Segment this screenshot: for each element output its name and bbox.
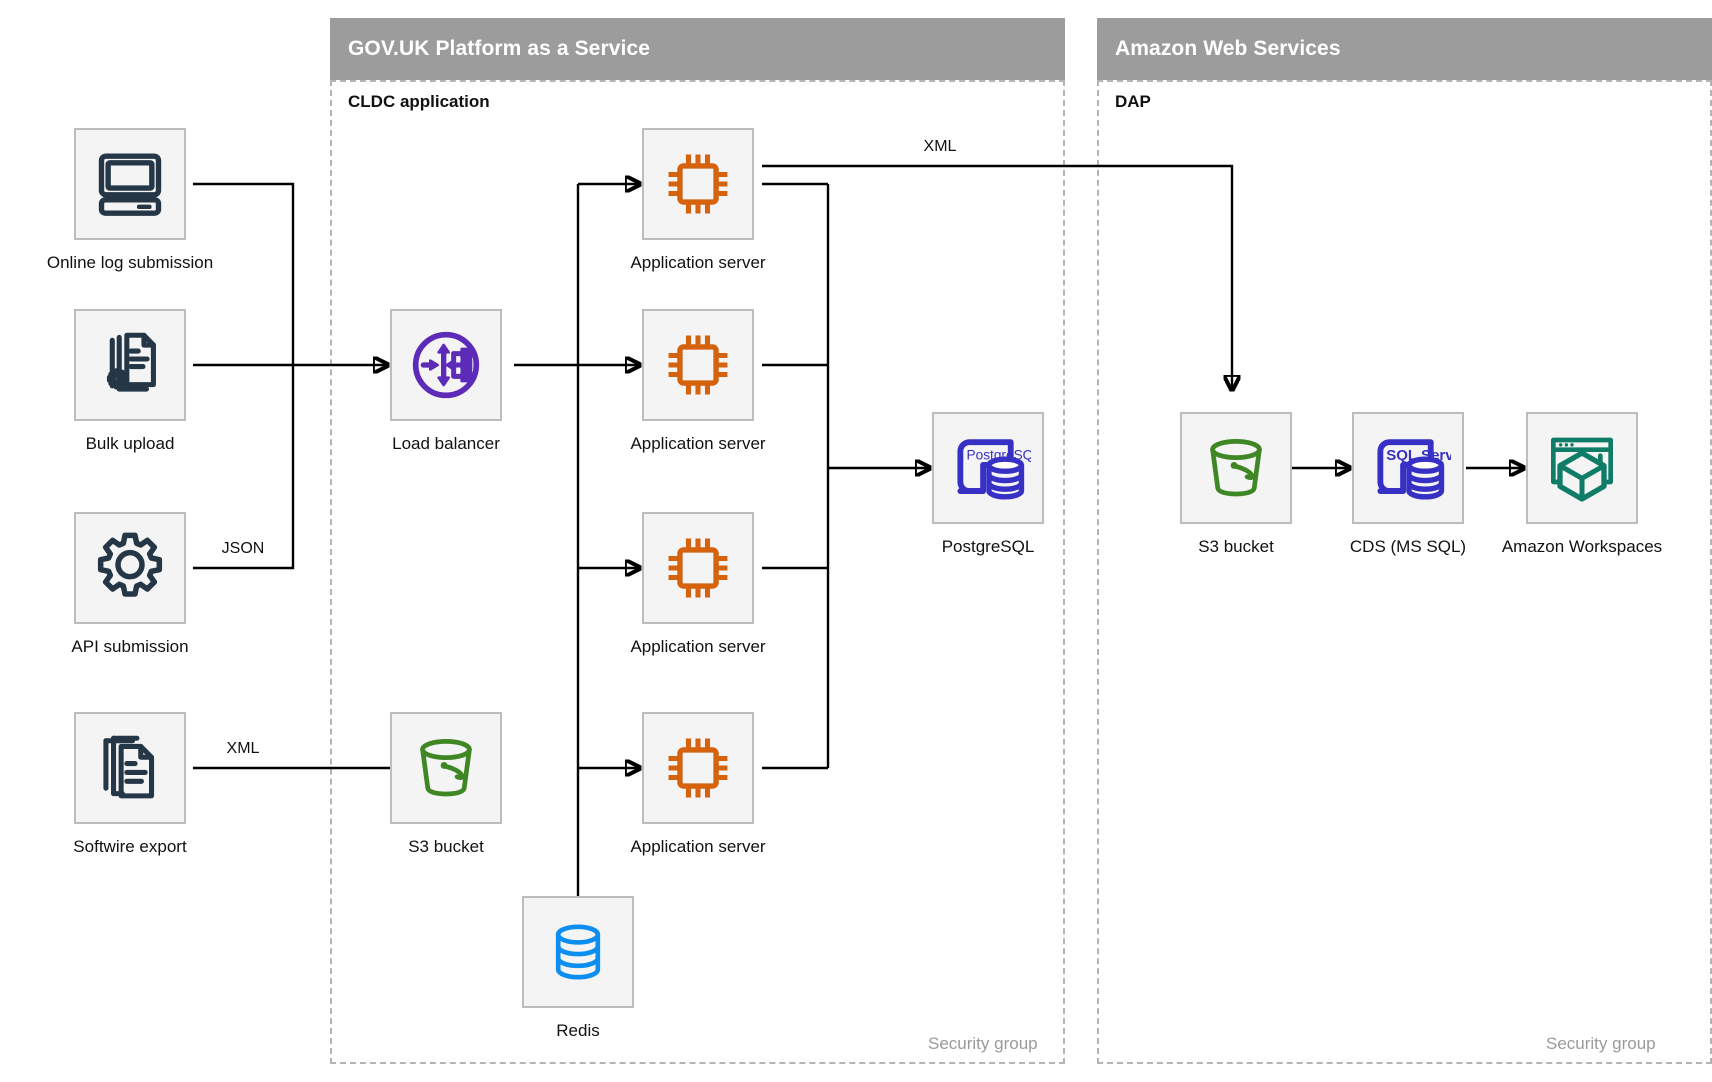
amazon-workspaces-icon — [1542, 428, 1622, 508]
desktop-computer-icon — [92, 146, 168, 222]
node-s3-bucket-paas[interactable] — [390, 712, 502, 824]
node-label-load-balancer: Load balancer — [392, 434, 500, 453]
node-redis[interactable] — [522, 896, 634, 1008]
load-balancer-icon — [406, 325, 486, 405]
group-header-aws-label: Amazon Web Services — [1115, 37, 1341, 60]
node-label-postgresql: PostgreSQL — [941, 537, 1035, 556]
node-postgresql[interactable]: PostgreSQL — [932, 412, 1044, 524]
subgroup-label-cldc-application: CLDC application — [348, 92, 490, 111]
security-group-label-aws: Security group — [1546, 1034, 1656, 1053]
group-header-aws: Amazon Web Services — [1097, 18, 1712, 80]
node-s3-bucket-aws[interactable] — [1180, 412, 1292, 524]
node-label-amazon-workspaces: Amazon Workspaces — [1501, 537, 1663, 556]
postgresql-database-icon: PostgreSQL — [945, 425, 1031, 511]
node-label-online-log-submission: Online log submission — [46, 253, 214, 272]
group-header-govuk-paas: GOV.UK Platform as a Service — [330, 18, 1065, 80]
document-gear-icon — [92, 327, 168, 403]
node-amazon-workspaces[interactable] — [1526, 412, 1638, 524]
s3-bucket-icon — [1197, 429, 1275, 507]
edge-label-json: JSON — [221, 540, 265, 557]
cpu-chip-icon — [660, 530, 736, 606]
node-cds-ms-sql[interactable]: SQL Server — [1352, 412, 1464, 524]
node-api-submission[interactable] — [74, 512, 186, 624]
edge-label-xml-softwire: XML — [226, 740, 260, 757]
group-header-govuk-paas-label: GOV.UK Platform as a Service — [348, 37, 650, 60]
gear-icon — [90, 528, 170, 608]
edge-label-xml-appserver: XML — [923, 138, 957, 155]
cpu-chip-icon — [660, 146, 736, 222]
node-label-app-server-1: Application server — [630, 253, 766, 272]
node-label-s3-bucket-aws: S3 bucket — [1198, 537, 1274, 556]
node-load-balancer[interactable] — [390, 309, 502, 421]
node-label-softwire-export: Softwire export — [73, 837, 187, 856]
node-label-cds-ms-sql: CDS (MS SQL) — [1349, 537, 1467, 556]
node-online-log-submission[interactable] — [74, 128, 186, 240]
node-app-server-2[interactable] — [642, 309, 754, 421]
node-app-server-1[interactable] — [642, 128, 754, 240]
node-app-server-3[interactable] — [642, 512, 754, 624]
node-bulk-upload[interactable] — [74, 309, 186, 421]
wire-api-to-bus — [193, 365, 295, 570]
security-group-label-paas: Security group — [928, 1034, 1038, 1053]
node-app-server-4[interactable] — [642, 712, 754, 824]
node-label-app-server-4: Application server — [630, 837, 766, 856]
security-group-box-aws — [1097, 80, 1712, 1064]
node-label-s3-bucket-paas: S3 bucket — [408, 837, 484, 856]
subgroup-label-dap: DAP — [1115, 92, 1151, 111]
node-label-app-server-2: Application server — [630, 434, 766, 453]
cpu-chip-icon — [660, 730, 736, 806]
node-label-api-submission: API submission — [71, 637, 189, 656]
node-softwire-export[interactable] — [74, 712, 186, 824]
node-label-redis: Redis — [556, 1021, 600, 1040]
redis-database-icon — [542, 916, 614, 988]
s3-bucket-icon — [407, 729, 485, 807]
documents-stack-icon — [92, 730, 168, 806]
security-group-box-paas — [330, 80, 1065, 1064]
sql-server-database-icon: SQL Server — [1365, 425, 1451, 511]
cpu-chip-icon — [660, 327, 736, 403]
node-label-bulk-upload: Bulk upload — [85, 434, 175, 453]
node-label-app-server-3: Application server — [630, 637, 766, 656]
wire-online-log-to-bus — [193, 182, 295, 365]
